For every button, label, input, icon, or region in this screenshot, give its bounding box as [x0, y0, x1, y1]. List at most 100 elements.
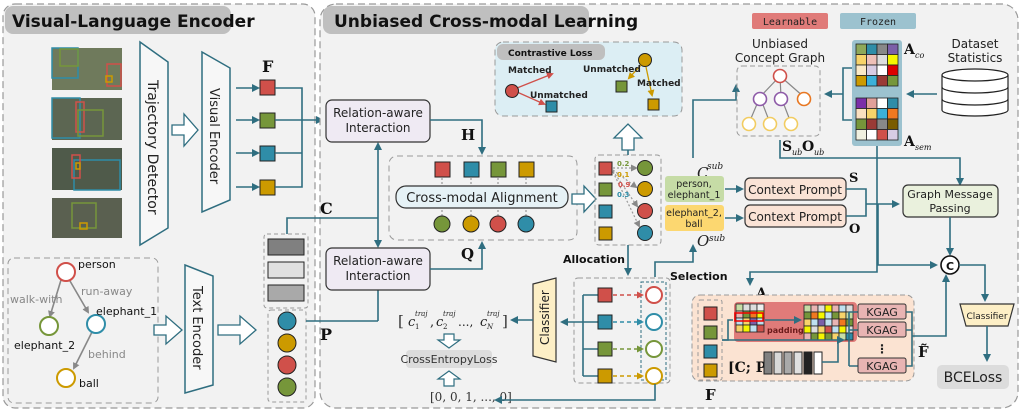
text-encoder: [184, 263, 214, 394]
matrix-cell: [810, 304, 819, 313]
matrix-cell: [817, 304, 826, 313]
matrix-cell: [824, 332, 833, 341]
subject-pair: [665, 176, 724, 202]
classifier-left: [532, 277, 557, 363]
svg-text:O: O: [802, 139, 814, 155]
svg-text:traj: traj: [443, 310, 456, 318]
bce-loss: [937, 365, 1009, 389]
label-ball: ball: [79, 377, 99, 390]
matrix-cell: [838, 332, 847, 341]
svg-text:N: N: [486, 323, 494, 331]
visual-encoder-label: Visual Encoder: [206, 88, 221, 185]
matrix-cell: [749, 310, 758, 319]
svg-text:c: c: [436, 315, 444, 330]
matrix-cell: [831, 332, 840, 341]
matrix-padded: [803, 304, 854, 341]
matched-label: Matched: [637, 79, 681, 89]
matrix-cell: [887, 118, 899, 130]
relation-interaction-label: Relation-aware: [333, 106, 423, 120]
svg-text:ub: ub: [814, 148, 824, 157]
A-sem-label: A sem: [903, 134, 932, 152]
dataset-stats-label: Statistics: [948, 51, 1003, 65]
matrix-cell: [817, 311, 826, 320]
visual-features: [236, 79, 324, 196]
allocation-box: [573, 277, 671, 384]
concept-graph-title: Unbiased: [752, 37, 808, 51]
kgag-label: KGAG: [866, 324, 898, 337]
O-label: O: [849, 222, 860, 237]
alignment-visual-squares: [434, 161, 535, 178]
relation-interaction-label: Interaction: [345, 269, 410, 283]
matrix-cell: [866, 108, 878, 120]
matrix-cell: [887, 97, 899, 109]
svg-text:co: co: [915, 51, 924, 60]
matrix-cell: [742, 310, 751, 319]
matrix-cell: [838, 318, 847, 327]
relation-interaction-label: Relation-aware: [333, 254, 423, 268]
matrix-cell: [876, 129, 888, 141]
matrix-cell: [866, 118, 878, 130]
matrix-cell: [803, 332, 812, 341]
svg-text:2: 2: [443, 323, 447, 331]
alignment-group: [388, 155, 578, 241]
matrix-cell: [876, 54, 888, 66]
matrix-cell: [855, 54, 867, 66]
label-elephant-1: elephant_1: [96, 305, 157, 318]
node-elephant-2: [39, 316, 59, 336]
learning-title: Unbiased Cross-modal Learning: [334, 12, 638, 32]
contrastive-loss-title: Contrastive Loss: [508, 49, 593, 59]
bce-loss-label: BCELoss: [944, 370, 1003, 386]
object-pair: [665, 205, 724, 231]
weight-label: 0.3: [617, 191, 630, 199]
video-frame: [52, 148, 122, 190]
feature-square: [259, 79, 276, 96]
hollow-arrow-icon: [217, 314, 257, 346]
C-label: C: [320, 199, 333, 218]
prompt-token: [267, 261, 305, 279]
svg-text:...,: ...,: [458, 315, 473, 329]
matrix-cell: [838, 304, 847, 313]
learning-title-bg: [323, 6, 589, 34]
label-elephant-2: elephant_2: [14, 339, 75, 352]
matrix-cell: [855, 43, 867, 55]
svg-text:1: 1: [415, 323, 419, 331]
matrix-cell: [735, 324, 744, 333]
concat-label: C: [946, 260, 954, 273]
matrix-cell: [810, 311, 819, 320]
object-pair-text: ball: [685, 219, 702, 230]
relation-interaction-label: Interaction: [345, 121, 410, 135]
matrix-cell: [876, 118, 888, 130]
matrix-cell: [845, 304, 854, 313]
svg-text:ub: ub: [792, 148, 802, 157]
matrix-cell: [810, 325, 819, 334]
hollow-arrow-icon: [153, 314, 183, 346]
edge-behind: behind: [88, 348, 126, 361]
concept-graph: [741, 68, 812, 132]
weight-label: 0.2: [617, 160, 630, 168]
concept-graph-box: [736, 65, 821, 137]
matrix-cell: [855, 64, 867, 76]
trajectory-detector: [139, 40, 169, 247]
concept-graph-title: Concept Graph: [735, 51, 825, 65]
legend-frozen: [840, 13, 916, 29]
matrix-cell: [855, 118, 867, 130]
node-elephant-1: [86, 314, 106, 334]
svg-text:sem: sem: [915, 143, 932, 152]
matrix-cell: [838, 311, 847, 320]
svg-text:c: c: [408, 315, 416, 330]
visual-encoder: [201, 50, 231, 214]
matrix-cell: [838, 325, 847, 334]
graph-message-passing-label: Passing: [929, 202, 970, 215]
matrix-cell: [866, 75, 878, 87]
video-frame: [52, 198, 122, 238]
matrix-cell: [866, 129, 878, 141]
edge-walk-with: walk-with: [10, 293, 62, 306]
O-sub-label: O sub: [697, 232, 725, 250]
svg-text:S: S: [782, 139, 792, 155]
hollow-arrow-icon: [571, 184, 597, 214]
weight-label: 0.1: [617, 171, 630, 179]
video-frames: [51, 47, 122, 238]
graph-message-passing-label: Graph Message: [907, 188, 993, 201]
matrix-cell: [824, 311, 833, 320]
Q-label: Q: [461, 245, 474, 263]
